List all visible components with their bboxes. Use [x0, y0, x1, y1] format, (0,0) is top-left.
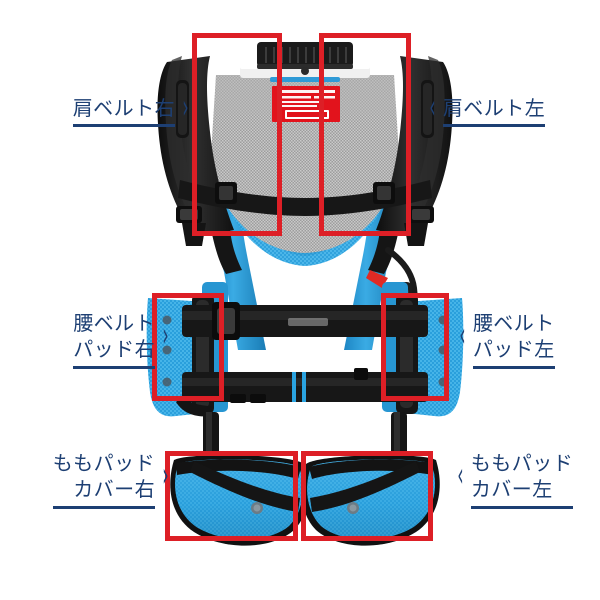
label-line: カバー左 [470, 477, 553, 502]
thigh-pad-right-graphic [170, 455, 309, 546]
annotation-box-shoulder-belt-left[interactable] [319, 33, 411, 236]
label-waist-belt-pad-right[interactable]: 腰ベルト パッド右 › [20, 310, 170, 369]
chevron-right-icon: › [162, 317, 169, 356]
label-thigh-pad-cover-left[interactable]: ‹ ももパッド カバー左 [456, 450, 598, 509]
label-thigh-pad-cover-right[interactable]: ももパッド カバー右 › [18, 450, 170, 509]
annotation-box-waist-pad-right[interactable] [152, 293, 224, 401]
chevron-right-icon: › [162, 457, 169, 496]
chevron-left-icon: ‹ [459, 317, 466, 356]
label-waist-belt-pad-right-text: 腰ベルト パッド右 [73, 310, 156, 369]
label-shoulder-belt-right-text: 肩ベルト右 [72, 95, 176, 128]
annotation-box-waist-pad-left[interactable] [381, 293, 449, 401]
label-waist-belt-pad-left-text: 腰ベルト パッド左 [472, 310, 555, 369]
label-shoulder-belt-right[interactable]: 肩ベルト右 › [40, 89, 190, 128]
label-line: 腰ベルト [73, 311, 156, 335]
annotation-box-thigh-pad-left[interactable] [301, 451, 433, 541]
chevron-right-icon: › [182, 89, 189, 128]
annotation-box-shoulder-belt-right[interactable] [192, 33, 282, 236]
label-thigh-pad-cover-right-text: ももパッド カバー右 [52, 450, 156, 509]
chevron-left-icon: ‹ [457, 457, 464, 496]
label-thigh-pad-cover-left-text: ももパッド カバー左 [470, 450, 574, 509]
label-line: 肩ベルト左 [442, 96, 546, 120]
label-line: 腰ベルト [472, 311, 555, 335]
label-line: ももパッド [52, 451, 156, 475]
label-line: パッド右 [73, 337, 156, 362]
label-line: 肩ベルト右 [72, 96, 176, 120]
label-shoulder-belt-left-text: 肩ベルト左 [442, 95, 546, 128]
label-line: パッド左 [472, 337, 555, 362]
annotation-box-thigh-pad-right[interactable] [165, 451, 298, 541]
label-line: カバー右 [73, 477, 156, 502]
label-waist-belt-pad-left[interactable]: ‹ 腰ベルト パッド左 [458, 310, 598, 369]
thigh-pad-left-graphic [301, 455, 440, 546]
chevron-left-icon: ‹ [429, 89, 436, 128]
label-shoulder-belt-left[interactable]: ‹ 肩ベルト左 [428, 89, 588, 128]
label-line: ももパッド [470, 451, 574, 475]
